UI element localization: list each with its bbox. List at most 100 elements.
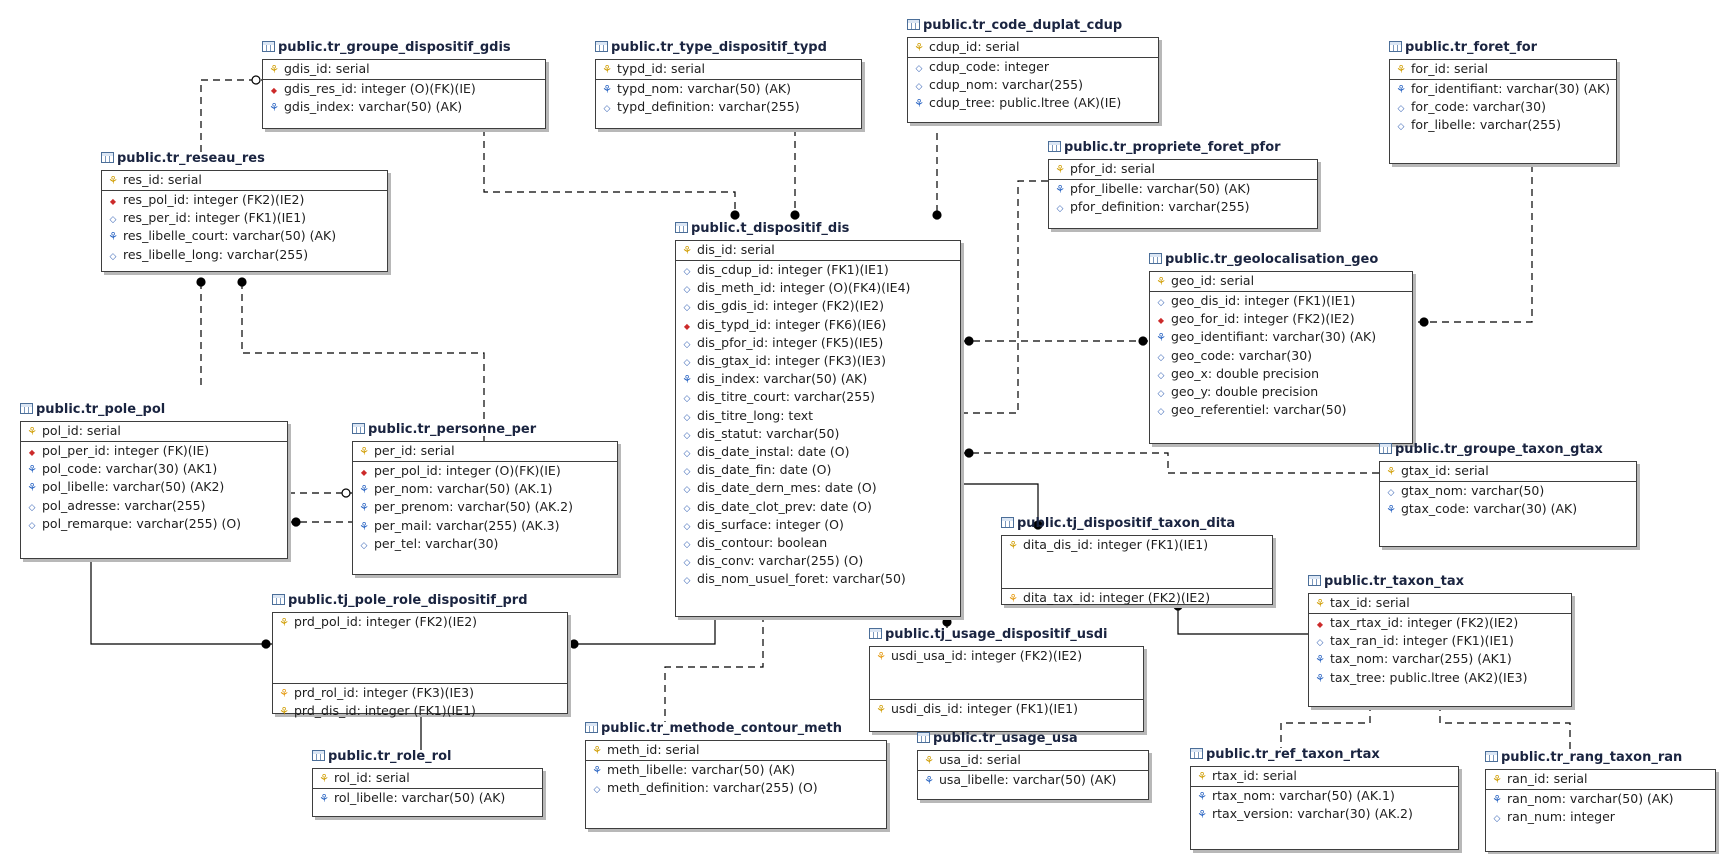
field-row[interactable]: ◇per_tel: varchar(30) bbox=[357, 536, 615, 552]
field-row[interactable]: ◇dis_date_clot_prev: date (O) bbox=[680, 499, 958, 515]
field-row[interactable]: ◇res_per_id: integer (FK1)(IE1) bbox=[106, 210, 385, 226]
field-row[interactable]: ⚘res_libelle_court: varchar(50) (AK) bbox=[106, 228, 385, 244]
field-row[interactable]: ⚘usdi_usa_id: integer (FK2)(IE2) bbox=[874, 648, 1141, 664]
field-row[interactable]: ◆dis_typd_id: integer (FK6)(IE6) bbox=[680, 317, 958, 333]
field-row[interactable]: ◆pol_per_id: integer (FK)(IE) bbox=[25, 443, 285, 459]
field-row[interactable]: ◇dis_date_dern_mes: date (O) bbox=[680, 480, 958, 496]
field-row[interactable]: ⚘per_mail: varchar(255) (AK.3) bbox=[357, 518, 615, 534]
field-row[interactable]: ◆gdis_res_id: integer (O)(FK)(IE) bbox=[267, 81, 543, 97]
field-row[interactable]: ⚘cdup_id: serial bbox=[912, 39, 1156, 55]
field-row[interactable]: ⚘prd_pol_id: integer (FK2)(IE2) bbox=[277, 614, 565, 630]
entity-tr-ref-taxon-rtax[interactable]: public.tr_ref_taxon_rtax⚘rtax_id: serial… bbox=[1190, 748, 1459, 850]
field-row[interactable]: ⚘geo_identifiant: varchar(30) (AK) bbox=[1154, 329, 1410, 345]
field-row[interactable]: ⚘pfor_id: serial bbox=[1053, 161, 1315, 177]
field-row[interactable]: ◇dis_gtax_id: integer (FK3)(IE3) bbox=[680, 353, 958, 369]
field-row[interactable]: ◆geo_for_id: integer (FK2)(IE2) bbox=[1154, 311, 1410, 327]
field-row[interactable]: ⚘per_prenom: varchar(50) (AK.2) bbox=[357, 499, 615, 515]
field-row[interactable]: ⚘for_id: serial bbox=[1394, 61, 1614, 77]
field-row[interactable]: ⚘meth_libelle: varchar(50) (AK) bbox=[590, 762, 884, 778]
field-row[interactable]: ⚘rtax_id: serial bbox=[1195, 768, 1456, 784]
field-row[interactable]: ⚘usa_libelle: varchar(50) (AK) bbox=[922, 772, 1146, 788]
field-row[interactable]: ◇dis_statut: varchar(50) bbox=[680, 426, 958, 442]
field-row[interactable]: ⚘prd_dis_id: integer (FK1)(IE1) bbox=[277, 703, 565, 719]
field-row[interactable]: ◆res_pol_id: integer (FK2)(IE2) bbox=[106, 192, 385, 208]
field-row[interactable]: ⚘rtax_nom: varchar(50) (AK.1) bbox=[1195, 788, 1456, 804]
field-row[interactable]: ⚘cdup_tree: public.ltree (AK)(IE) bbox=[912, 95, 1156, 111]
field-row[interactable]: ⚘usa_id: serial bbox=[922, 752, 1146, 768]
entity-t-dispositif-dis[interactable]: public.t_dispositif_dis⚘dis_id: serial◇d… bbox=[675, 222, 961, 617]
field-row[interactable]: ◇pfor_definition: varchar(255) bbox=[1053, 199, 1315, 215]
field-row[interactable]: ⚘tax_id: serial bbox=[1313, 595, 1569, 611]
field-row[interactable]: ⚘for_identifiant: varchar(30) (AK) bbox=[1394, 81, 1614, 97]
field-row[interactable]: ⚘pol_libelle: varchar(50) (AK2) bbox=[25, 479, 285, 495]
field-row[interactable]: ⚘usdi_dis_id: integer (FK1)(IE1) bbox=[874, 701, 1141, 717]
entity-tr-code-duplat-cdup[interactable]: public.tr_code_duplat_cdup⚘cdup_id: seri… bbox=[907, 19, 1159, 123]
field-row[interactable]: ⚘prd_rol_id: integer (FK3)(IE3) bbox=[277, 685, 565, 701]
entity-tr-groupe-dispositif-gdis[interactable]: public.tr_groupe_dispositif_gdis⚘gdis_id… bbox=[262, 41, 546, 129]
field-row[interactable]: ⚘ran_nom: varchar(50) (AK) bbox=[1490, 791, 1713, 807]
field-row[interactable]: ⚘gdis_index: varchar(50) (AK) bbox=[267, 99, 543, 115]
field-row[interactable]: ◇dis_date_fin: date (O) bbox=[680, 462, 958, 478]
field-row[interactable]: ⚘dita_tax_id: integer (FK2)(IE2) bbox=[1006, 590, 1270, 606]
entity-tr-methode-contour-meth[interactable]: public.tr_methode_contour_meth⚘meth_id: … bbox=[585, 722, 887, 829]
field-row[interactable]: ⚘gdis_id: serial bbox=[267, 61, 543, 77]
field-row[interactable]: ◇geo_y: double precision bbox=[1154, 384, 1410, 400]
entity-tr-geolocalisation-geo[interactable]: public.tr_geolocalisation_geo⚘geo_id: se… bbox=[1149, 253, 1413, 444]
field-row[interactable]: ⚘pol_id: serial bbox=[25, 423, 285, 439]
entity-tr-pole-pol[interactable]: public.tr_pole_pol⚘pol_id: serial◆pol_pe… bbox=[20, 403, 288, 559]
field-row[interactable]: ◆per_pol_id: integer (O)(FK)(IE) bbox=[357, 463, 615, 479]
entity-tr-propriete-foret-pfor[interactable]: public.tr_propriete_foret_pfor⚘pfor_id: … bbox=[1048, 141, 1318, 229]
field-row[interactable]: ◇dis_contour: boolean bbox=[680, 535, 958, 551]
field-row[interactable]: ◇res_libelle_long: varchar(255) bbox=[106, 247, 385, 263]
field-row[interactable]: ⚘typd_id: serial bbox=[600, 61, 859, 77]
field-row[interactable]: ◇dis_meth_id: integer (O)(FK4)(IE4) bbox=[680, 280, 958, 296]
field-row[interactable]: ⚘rol_id: serial bbox=[317, 770, 540, 786]
field-row[interactable]: ◇dis_date_instal: date (O) bbox=[680, 444, 958, 460]
entity-tr-type-dispositif-typd[interactable]: public.tr_type_dispositif_typd⚘typd_id: … bbox=[595, 41, 862, 129]
field-row[interactable]: ◇tax_ran_id: integer (FK1)(IE1) bbox=[1313, 633, 1569, 649]
field-row[interactable]: ⚘pol_code: varchar(30) (AK1) bbox=[25, 461, 285, 477]
field-row[interactable]: ◇dis_titre_long: text bbox=[680, 408, 958, 424]
field-row[interactable]: ◇pol_remarque: varchar(255) (O) bbox=[25, 516, 285, 532]
field-row[interactable]: ◇dis_pfor_id: integer (FK5)(IE5) bbox=[680, 335, 958, 351]
field-row[interactable]: ◇geo_x: double precision bbox=[1154, 366, 1410, 382]
field-row[interactable]: ◇meth_definition: varchar(255) (O) bbox=[590, 780, 884, 796]
field-row[interactable]: ◇dis_conv: varchar(255) (O) bbox=[680, 553, 958, 569]
field-row[interactable]: ◇dis_nom_usuel_foret: varchar(50) bbox=[680, 571, 958, 587]
field-row[interactable]: ⚘gtax_code: varchar(30) (AK) bbox=[1384, 501, 1634, 517]
entity-tr-taxon-tax[interactable]: public.tr_taxon_tax⚘tax_id: serial◆tax_r… bbox=[1308, 575, 1572, 707]
field-row[interactable]: ◇geo_dis_id: integer (FK1)(IE1) bbox=[1154, 293, 1410, 309]
field-row[interactable]: ◇geo_code: varchar(30) bbox=[1154, 348, 1410, 364]
field-row[interactable]: ⚘meth_id: serial bbox=[590, 742, 884, 758]
field-row[interactable]: ◇for_libelle: varchar(255) bbox=[1394, 117, 1614, 133]
field-row[interactable]: ◇cdup_code: integer bbox=[912, 59, 1156, 75]
field-row[interactable]: ⚘tax_nom: varchar(255) (AK1) bbox=[1313, 651, 1569, 667]
field-row[interactable]: ◇pol_adresse: varchar(255) bbox=[25, 498, 285, 514]
field-row[interactable]: ◇dis_titre_court: varchar(255) bbox=[680, 389, 958, 405]
entity-tr-role-rol[interactable]: public.tr_role_rol⚘rol_id: serial⚘rol_li… bbox=[312, 750, 543, 817]
entity-tj-usage-dispositif-usdi[interactable]: public.tj_usage_dispositif_usdi⚘usdi_usa… bbox=[869, 628, 1144, 732]
entity-tr-rang-taxon-ran[interactable]: public.tr_rang_taxon_ran⚘ran_id: serial⚘… bbox=[1485, 751, 1716, 852]
field-row[interactable]: ⚘tax_tree: public.ltree (AK2)(IE3) bbox=[1313, 670, 1569, 686]
field-row[interactable]: ⚘res_id: serial bbox=[106, 172, 385, 188]
field-row[interactable]: ◇cdup_nom: varchar(255) bbox=[912, 77, 1156, 93]
field-row[interactable]: ⚘gtax_id: serial bbox=[1384, 463, 1634, 479]
field-row[interactable]: ◆tax_rtax_id: integer (FK2)(IE2) bbox=[1313, 615, 1569, 631]
field-row[interactable]: ◇ran_num: integer bbox=[1490, 809, 1713, 825]
entity-tr-reseau-res[interactable]: public.tr_reseau_res⚘res_id: serial◆res_… bbox=[101, 152, 388, 272]
entity-tj-dispositif-taxon-dita[interactable]: public.tj_dispositif_taxon_dita⚘dita_dis… bbox=[1001, 517, 1273, 605]
entity-tr-groupe-taxon-gtax[interactable]: public.tr_groupe_taxon_gtax⚘gtax_id: ser… bbox=[1379, 443, 1637, 547]
field-row[interactable]: ◇geo_referentiel: varchar(50) bbox=[1154, 402, 1410, 418]
entity-tr-foret-for[interactable]: public.tr_foret_for⚘for_id: serial⚘for_i… bbox=[1389, 41, 1617, 164]
field-row[interactable]: ⚘rtax_version: varchar(30) (AK.2) bbox=[1195, 806, 1456, 822]
entity-tr-personne-per[interactable]: public.tr_personne_per⚘per_id: serial◆pe… bbox=[352, 423, 618, 575]
field-row[interactable]: ⚘dita_dis_id: integer (FK1)(IE1) bbox=[1006, 537, 1270, 553]
field-row[interactable]: ◇typd_definition: varchar(255) bbox=[600, 99, 859, 115]
field-row[interactable]: ⚘per_id: serial bbox=[357, 443, 615, 459]
field-row[interactable]: ◇dis_surface: integer (O) bbox=[680, 517, 958, 533]
field-row[interactable]: ⚘geo_id: serial bbox=[1154, 273, 1410, 289]
field-row[interactable]: ⚘pfor_libelle: varchar(50) (AK) bbox=[1053, 181, 1315, 197]
field-row[interactable]: ⚘ran_id: serial bbox=[1490, 771, 1713, 787]
field-row[interactable]: ⚘typd_nom: varchar(50) (AK) bbox=[600, 81, 859, 97]
field-row[interactable]: ◇for_code: varchar(30) bbox=[1394, 99, 1614, 115]
